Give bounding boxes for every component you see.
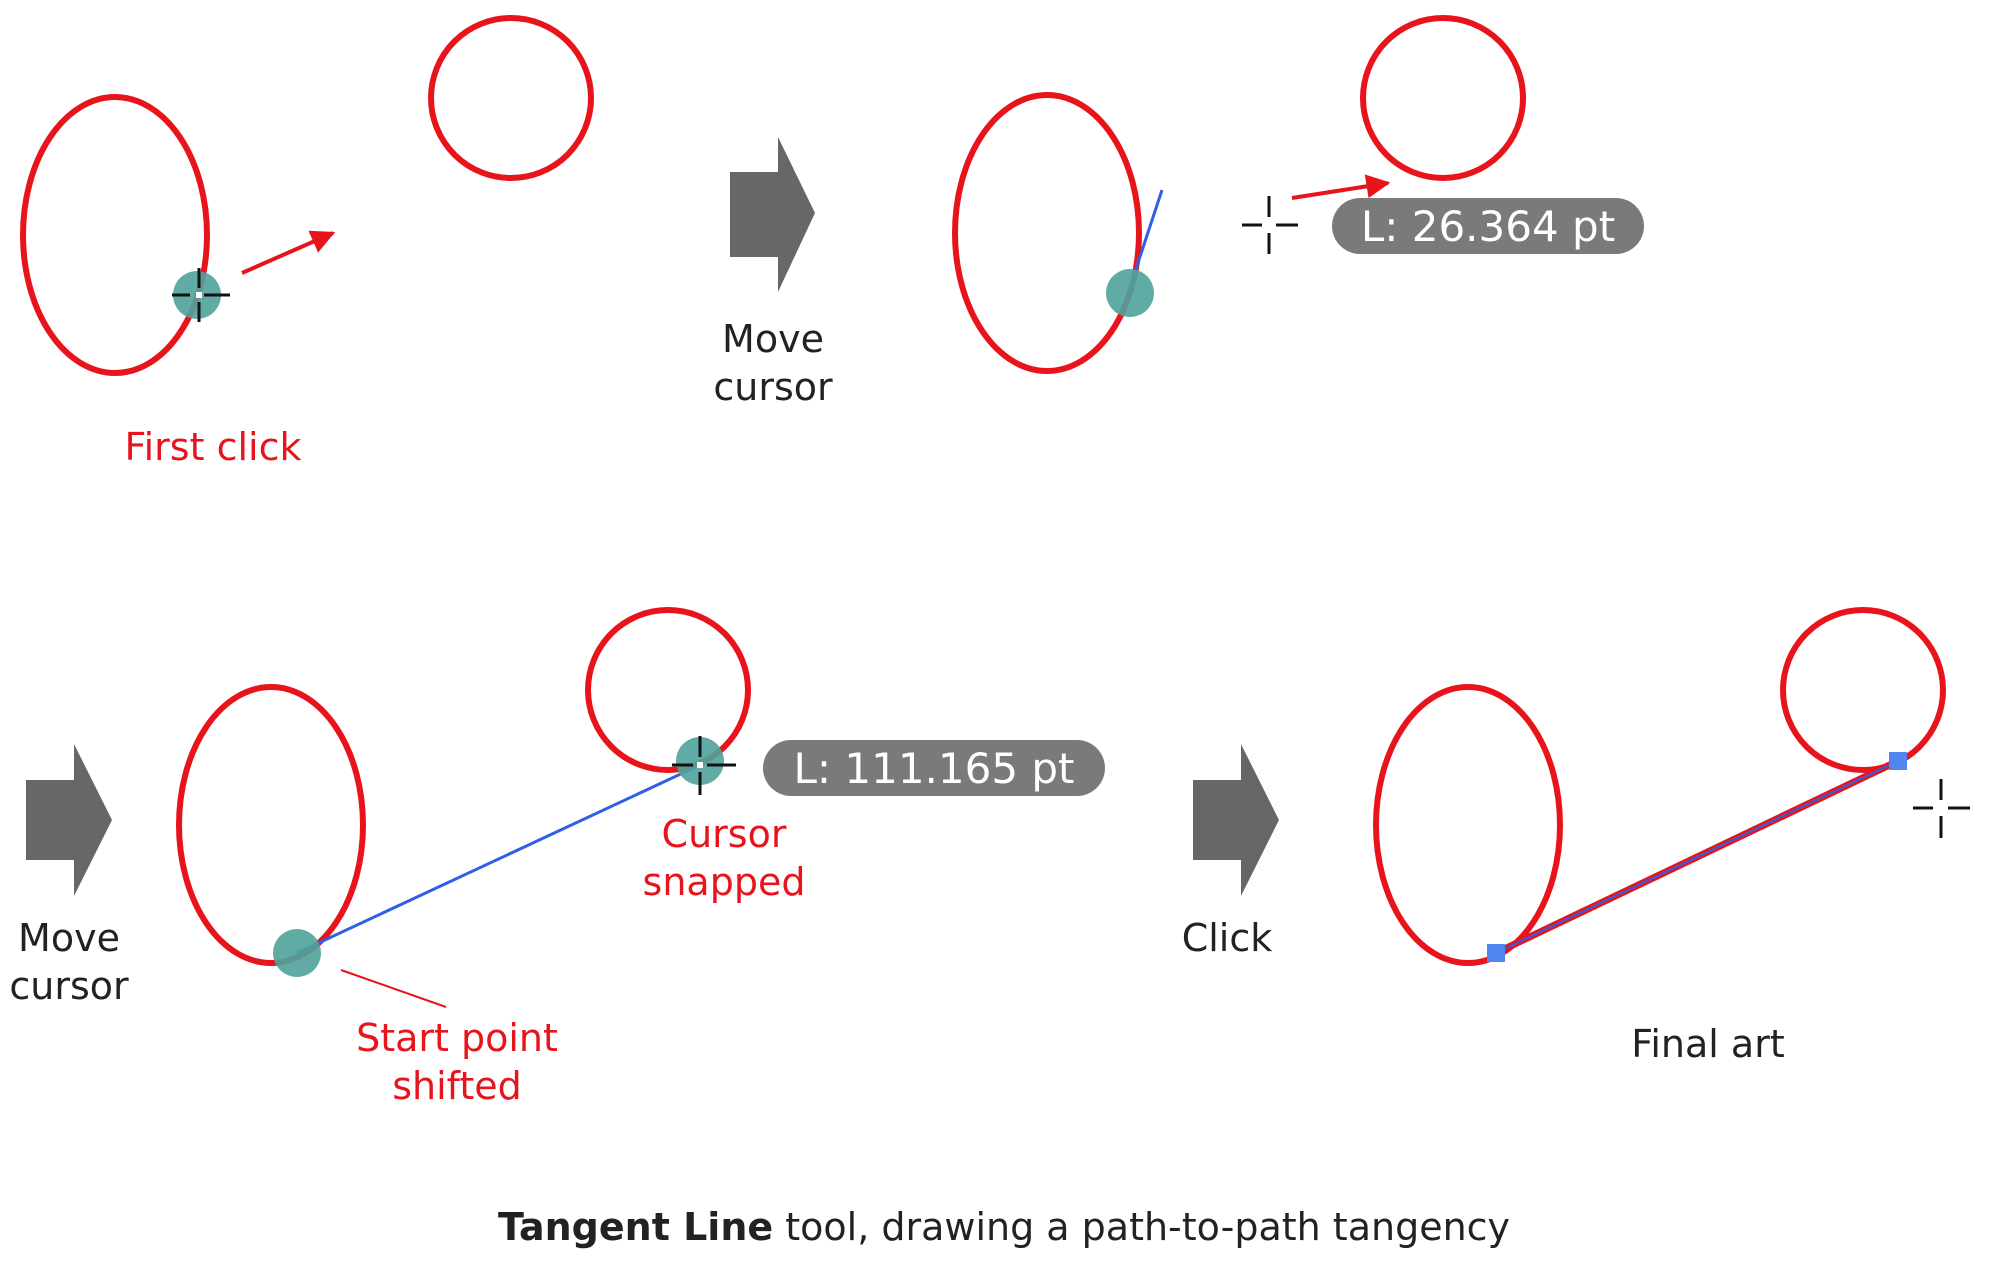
circle-path [428,15,594,181]
cursor-snapped-label-a: Cursor [662,812,787,856]
ellipse-path [176,684,366,966]
snap-point-icon [676,737,724,785]
tangent-preview-line [296,763,701,955]
start-shifted-label-a: Start point [356,1016,558,1060]
snap-point-icon [273,929,321,977]
caption-description: tool, drawing a path-to-path tangency [773,1205,1510,1249]
circle-path [1780,607,1946,773]
circle-path [585,607,751,773]
figure-caption: Tangent Line tool, drawing a path-to-pat… [498,1205,1510,1249]
crosshair-cursor-icon [172,268,230,322]
cursor-snapped-label-b: snapped [643,860,806,904]
move-cursor-label-1a: Move [722,317,824,361]
panel-final-art: Final art [1373,607,1970,1066]
anchor-point-icon [1889,752,1907,770]
panel-first-click: First click [20,15,594,469]
final-art-label: Final art [1631,1022,1784,1066]
tangent-line-selection [1495,760,1899,954]
ellipse-path [952,92,1142,374]
snap-point-icon [1106,269,1154,317]
move-cursor-label-2b: cursor [9,964,129,1008]
click-label: Click [1182,916,1273,960]
circle-path [1360,15,1526,181]
panel-move-1: L: 26.364 pt [952,15,1644,374]
length-readout: L: 111.165 pt [763,740,1105,796]
move-cursor-label-2a: Move [18,916,120,960]
crosshair-cursor-icon [1242,196,1298,254]
length-readout: L: 26.364 pt [1332,198,1644,254]
ellipse-path [20,94,210,376]
length-readout-text: L: 111.165 pt [793,744,1074,793]
move-cursor-label-1b: cursor [713,365,833,409]
start-shifted-label-b: shifted [392,1064,522,1108]
step-arrow-icon [26,744,112,896]
first-click-label: First click [125,425,302,469]
direction-arrow-icon [1291,174,1391,200]
step-arrow-icon [1193,744,1279,896]
crosshair-cursor-icon [1913,779,1970,838]
direction-arrow-icon [241,230,336,275]
step-arrow-icon [730,137,815,292]
caption-tool-name: Tangent Line [498,1205,773,1249]
length-readout-text: L: 26.364 pt [1361,202,1615,251]
callout-line [340,969,447,1008]
crosshair-cursor-icon [672,736,736,795]
anchor-point-icon [1487,944,1505,962]
panel-move-2: L: 111.165 pt Cursor snapped Start point… [176,607,1105,1108]
ellipse-path [1373,684,1563,966]
